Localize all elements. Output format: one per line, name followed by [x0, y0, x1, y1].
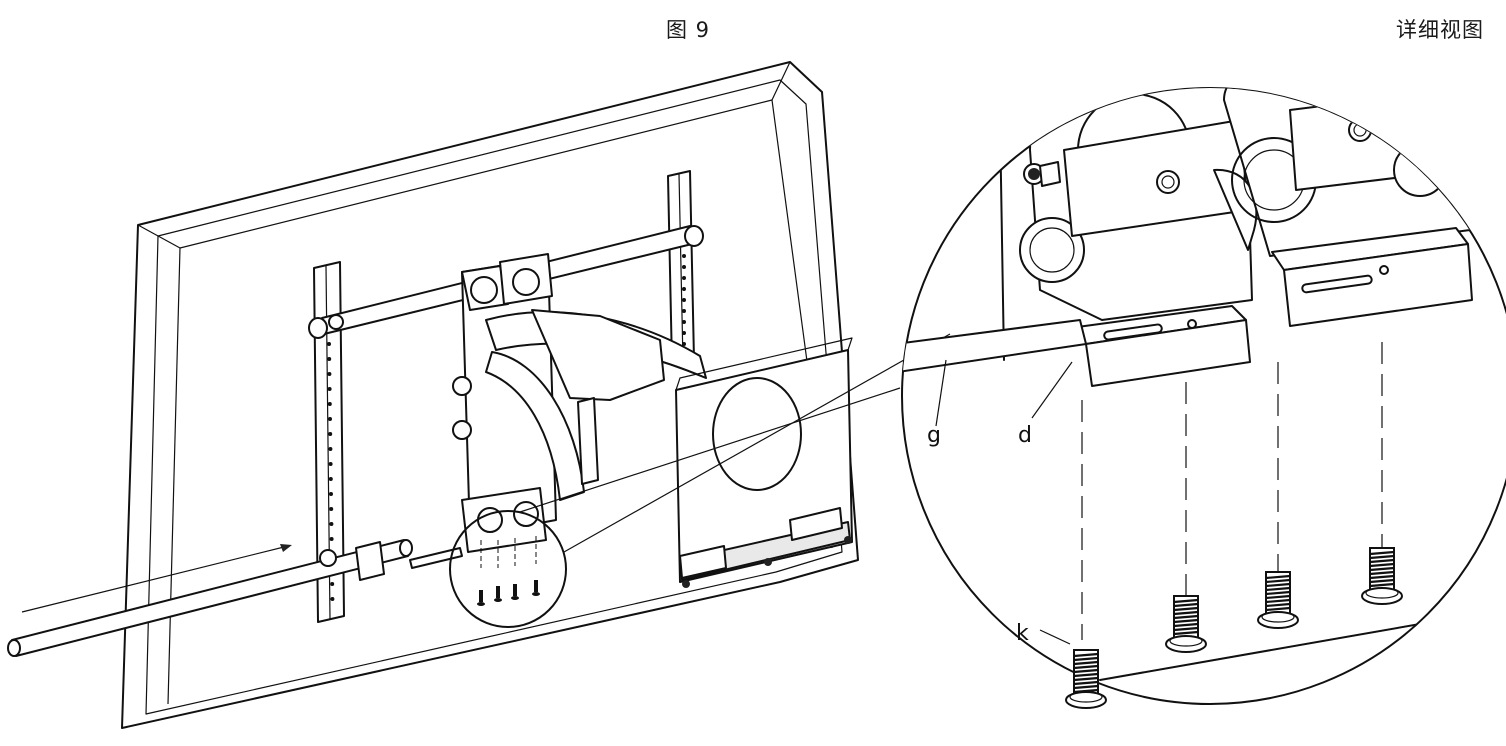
screw-thread [1369, 574, 1395, 580]
rail-hole [329, 537, 334, 541]
screw-head-rim [1365, 587, 1399, 599]
rail-hole [682, 276, 686, 280]
screw-thread [1173, 618, 1199, 624]
callout-d: d [1018, 423, 1032, 448]
screw-head-rim [1169, 635, 1203, 647]
screw-thread [1073, 652, 1099, 658]
screw-thread [1265, 578, 1291, 584]
small-screw-head [477, 602, 485, 606]
rail-hole [329, 522, 334, 526]
tv-mounting-plate [675, 337, 853, 588]
rail-hole [329, 492, 333, 496]
rail-hole [330, 582, 335, 586]
rail-hole [682, 287, 686, 291]
small-screw-head [494, 598, 502, 602]
screw-thread [1369, 562, 1395, 568]
rail-hole [682, 331, 686, 335]
screw-thread [1173, 602, 1199, 608]
screw-thread [1073, 668, 1099, 674]
screw-thread [1265, 582, 1291, 588]
screw-thread [1073, 660, 1099, 666]
screw-thread [1073, 676, 1099, 682]
screw-head-rim [1261, 611, 1295, 623]
rail-hole [328, 477, 333, 481]
callout-g: g [927, 423, 941, 448]
screw-thread [1173, 598, 1199, 604]
screws-k [1065, 547, 1403, 709]
small-screw [479, 590, 483, 602]
screw-thread [1173, 614, 1199, 620]
screw-thread [1265, 606, 1291, 612]
rail-hole [327, 372, 332, 376]
rail-hole [329, 507, 334, 511]
screw-thread [1073, 680, 1099, 686]
screw-thread [1369, 558, 1395, 564]
rail-hole [328, 432, 333, 436]
rail-hole [682, 254, 686, 258]
rail-hole [328, 417, 332, 421]
screw-thread [1369, 550, 1395, 556]
screw-thread [1073, 672, 1099, 678]
rail-hole [330, 597, 335, 601]
rail-hole [682, 265, 686, 269]
rail-hole [327, 342, 331, 346]
small-screw-head [532, 592, 540, 596]
small-screw [496, 586, 500, 598]
screw-thread [1073, 664, 1099, 670]
rail-hole [682, 309, 686, 313]
screw-thread [1173, 622, 1199, 628]
rail-hole [682, 320, 686, 324]
small-screw [534, 580, 538, 592]
screw-thread [1369, 582, 1395, 588]
screw-thread [1369, 566, 1395, 572]
callout-k: k [1016, 621, 1029, 646]
rail-hole [327, 387, 332, 391]
rail-hole [327, 357, 332, 361]
rail-hole [328, 462, 333, 466]
small-screw-head [511, 596, 519, 600]
screw-thread [1265, 590, 1291, 596]
screw-thread [1265, 594, 1291, 600]
screw-thread [1265, 574, 1291, 580]
lower-horizontal-bar [7, 539, 413, 657]
rail-hole [327, 402, 332, 406]
screw-thread [1173, 606, 1199, 612]
detail-view [901, 87, 1506, 709]
rail-hole [682, 298, 686, 302]
strap-small [409, 547, 463, 569]
insertion-arrow [21, 544, 292, 613]
right-vertical-rail [667, 170, 695, 366]
rail-hole [328, 447, 333, 451]
screw-thread [1265, 598, 1291, 604]
screw-thread [1369, 578, 1395, 584]
small-detail-circle [449, 510, 567, 628]
rail-hole [682, 342, 686, 346]
screw-thread [1173, 610, 1199, 616]
magnifier-leader-lines [519, 333, 951, 553]
screw-thread [1265, 602, 1291, 608]
screw-thread [1173, 630, 1199, 636]
wall-arm-assembly [452, 253, 707, 553]
screw-thread [1073, 656, 1099, 662]
screw-thread [1369, 570, 1395, 576]
screw-thread [1073, 684, 1099, 690]
small-screw [513, 584, 517, 596]
callout-leaders [935, 359, 1073, 645]
screw-thread [1265, 586, 1291, 592]
screw-head-rim [1069, 691, 1103, 703]
figure-title: 图 9 [666, 18, 711, 42]
screw-thread [1173, 626, 1199, 632]
screw-thread [1369, 554, 1395, 560]
detail-view-title: 详细视图 [1396, 18, 1484, 42]
